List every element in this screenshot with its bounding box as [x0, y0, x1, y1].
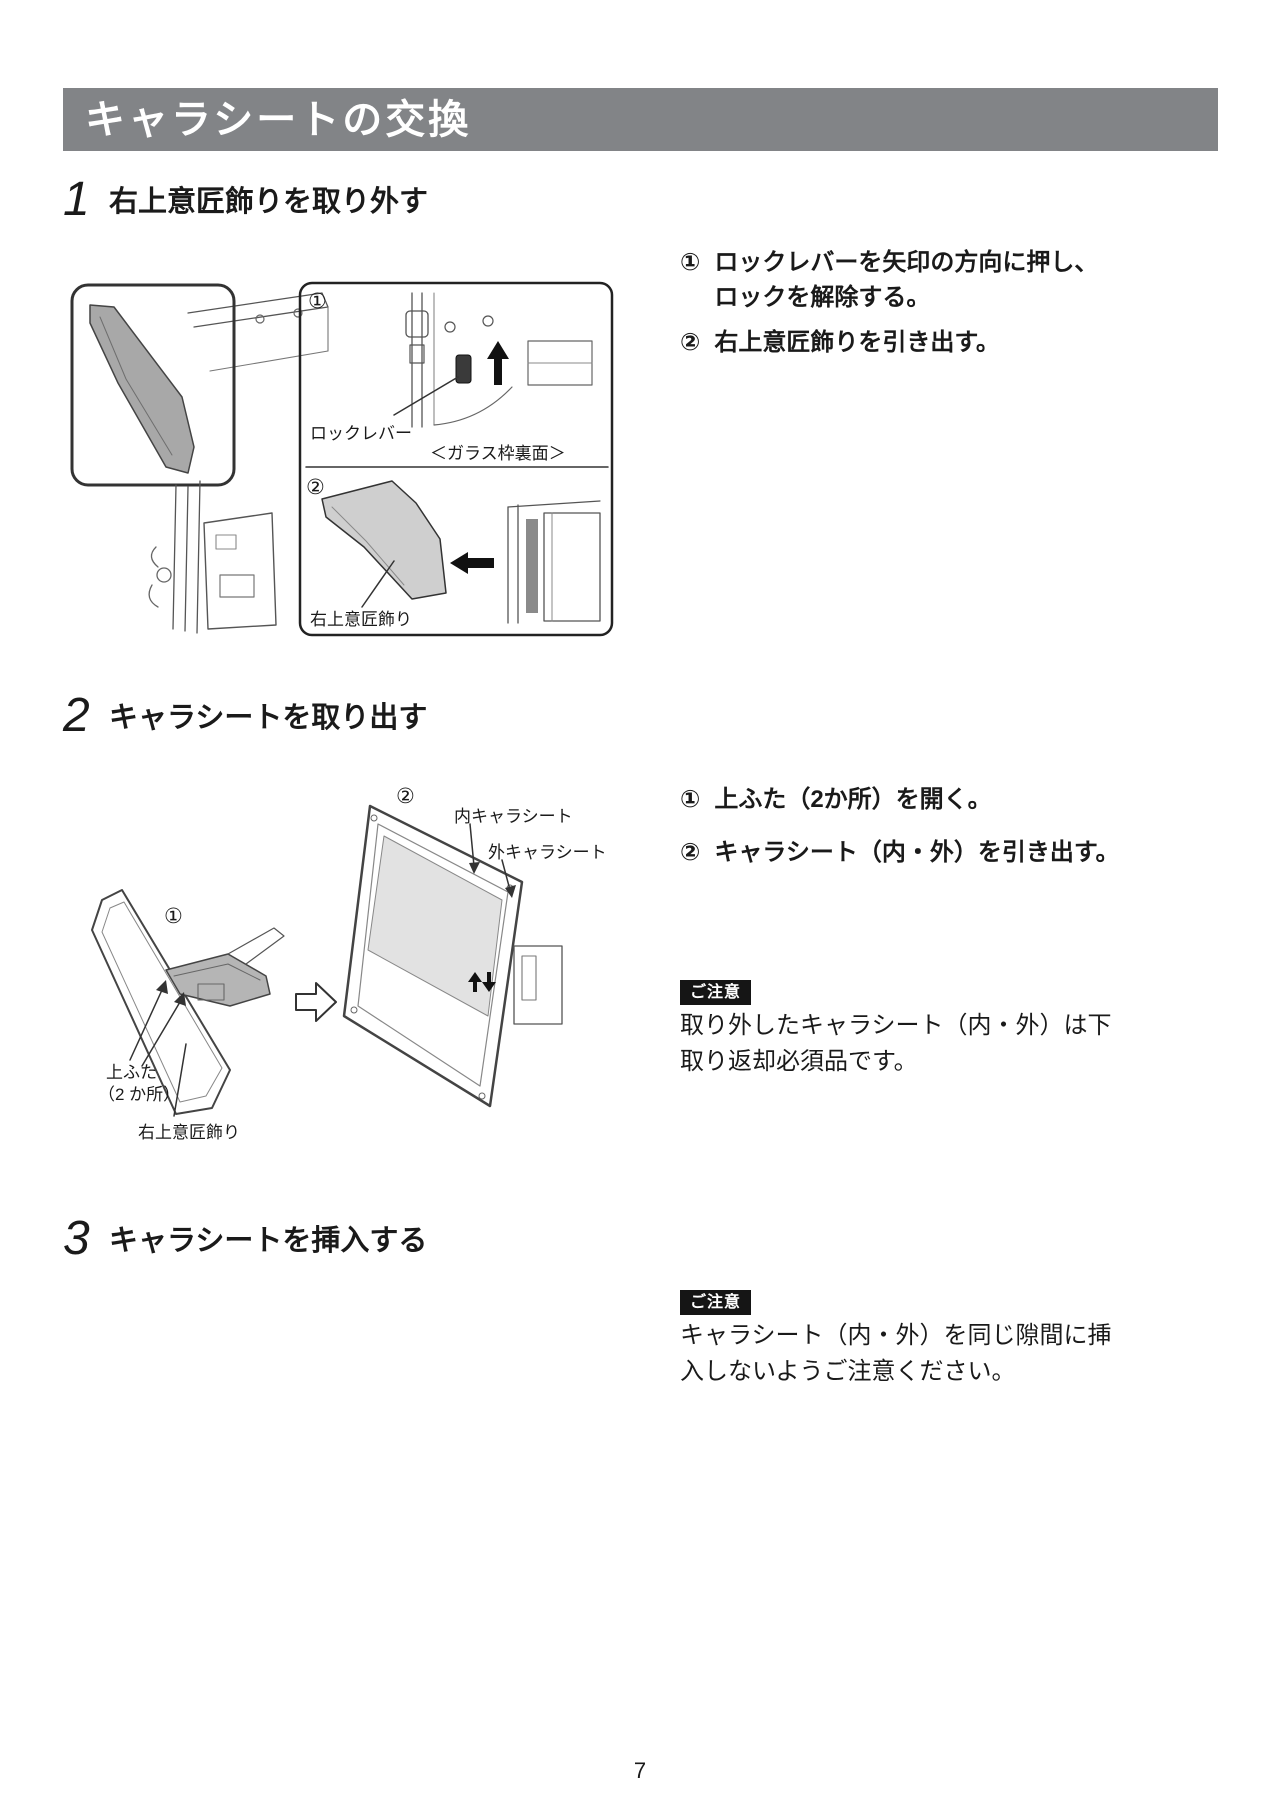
up-down-arrows: [468, 972, 496, 992]
step3-number: 3: [63, 1212, 90, 1265]
door-frame-drawing: [91, 889, 285, 1117]
step2-heading: キャラシートを取り出す: [109, 702, 428, 735]
step2-instruction-2: ② キャラシート（内・外）を引き出す。: [680, 836, 1119, 871]
step1-heading: 右上意匠飾りを取り外す: [109, 186, 429, 219]
fig2-label-outer-sheet: 外キャラシート: [488, 843, 607, 862]
step1-figure: ① ② ロックレバー ＜ガラス枠裏面＞ 右上意匠飾り: [60, 275, 625, 653]
step1-header: 1 右上意匠飾りを取り外す: [63, 176, 428, 224]
step3-caution-text: キャラシート（内・外）を同じ隙間に挿 入しないようご注意ください。: [680, 1322, 1112, 1385]
fig1-label-lock-lever: ロックレバー: [310, 424, 412, 443]
step2-figure: ② ① 内キャラシート 外キャラシート 上ふた （2 か所） 右上意匠飾り: [78, 778, 643, 1153]
fig1-label-trim: 右上意匠飾り: [310, 610, 412, 629]
fig2-label-lid-line2: （2 か所）: [98, 1085, 181, 1104]
step3-heading: キャラシートを挿入する: [109, 1225, 428, 1258]
step2-inst1-text: 上ふた（2か所）を開く。: [714, 786, 992, 813]
step2-header: 2 キャラシートを取り出す: [63, 692, 427, 740]
step1-inst1-text: ロックレバーを矢印の方向に押し、 ロックを解除する。: [714, 249, 1099, 311]
step2-inst1-marker: ①: [680, 786, 701, 813]
page-title-bar: キャラシートの交換: [63, 88, 1218, 151]
step1-illustration: [70, 281, 614, 637]
step1-instruction-2: ② 右上意匠飾りを引き出す。: [680, 326, 1000, 361]
fig1-callout-2: ②: [306, 476, 325, 499]
lock-lever: [455, 354, 472, 384]
fig2-label-inner-sheet: 内キャラシート: [454, 807, 573, 826]
transition-arrow: [295, 982, 337, 1022]
step1-instruction-1: ① ロックレバーを矢印の方向に押し、 ロックを解除する。: [680, 246, 1098, 316]
step1-number: 1: [63, 173, 90, 226]
step2-caution-text: 取り外したキャラシート（内・外）は下 取り返却必須品です。: [680, 1012, 1112, 1075]
fig1-label-glass-frame: ＜ガラス枠裏面＞: [430, 444, 566, 463]
step2-inst2-marker: ②: [680, 839, 701, 866]
step3-caution-badge: ご注意: [680, 1290, 752, 1316]
step1-inst1-marker: ①: [680, 249, 701, 276]
step2-caution-badge: ご注意: [680, 980, 752, 1006]
push-up-arrow: [487, 341, 509, 385]
page-title: キャラシートの交換: [85, 97, 472, 142]
step2-illustration: [91, 804, 563, 1117]
detail-box-drawing: [298, 281, 614, 637]
step2-number: 2: [63, 689, 90, 742]
device-drawing: [70, 283, 329, 634]
step1-inst2-marker: ②: [680, 329, 701, 356]
fig2-label-trim: 右上意匠飾り: [138, 1123, 240, 1142]
step2-inst2-text: キャラシート（内・外）を引き出す。: [714, 839, 1120, 866]
step2-instruction-1: ① 上ふた（2か所）を開く。: [680, 783, 992, 818]
removed-frame-drawing: [342, 804, 563, 1108]
fig2-label-lid-line1: 上ふた: [106, 1063, 157, 1082]
fig1-callout-1: ①: [308, 290, 327, 313]
step3-header: 3 キャラシートを挿入する: [63, 1215, 427, 1263]
fig2-callout-1: ①: [164, 905, 183, 928]
pull-out-arrow: [450, 552, 494, 574]
fig2-callout-2: ②: [396, 785, 415, 808]
step1-inst2-text: 右上意匠飾りを引き出す。: [714, 329, 1000, 356]
page-number: 7: [633, 1758, 647, 1783]
